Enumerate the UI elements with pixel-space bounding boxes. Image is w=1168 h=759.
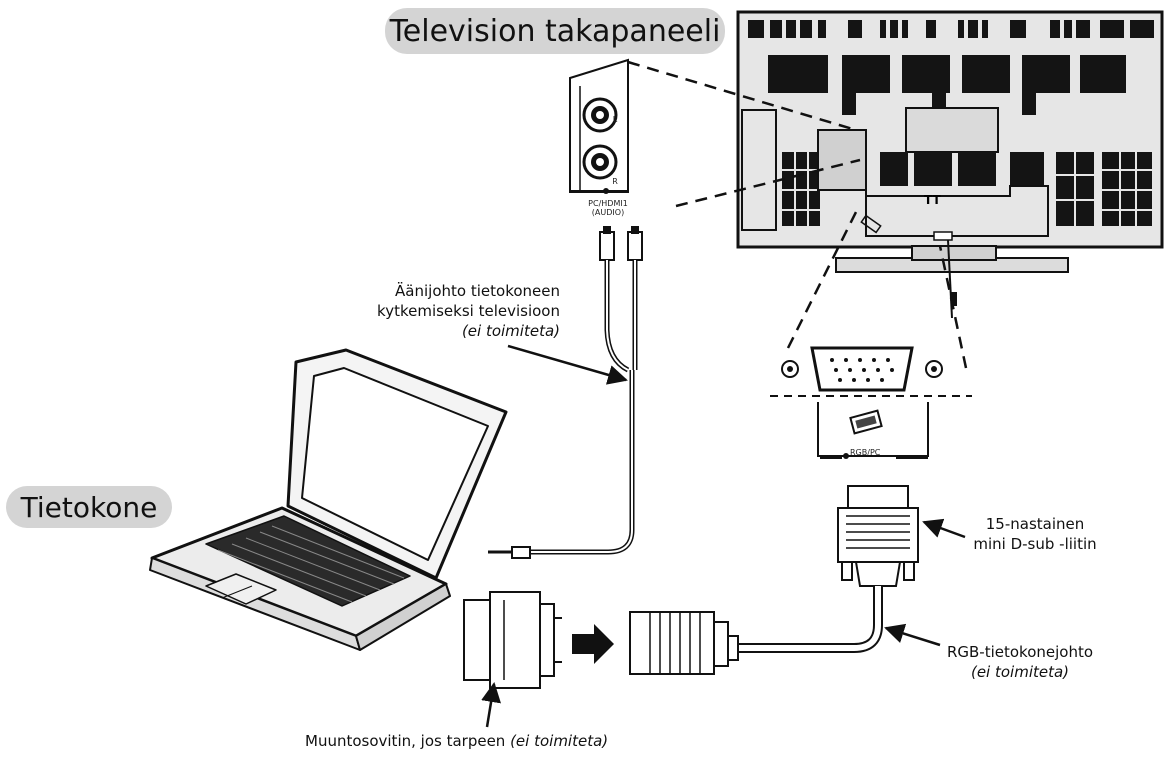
audio-cable — [488, 226, 643, 559]
audio-cable-label: Äänijohto tietokoneen kytkemiseksi telev… — [330, 281, 560, 341]
audio-cable-note: (ei toimiteta) — [461, 322, 560, 340]
rgb-port-label: RGB/PC — [850, 448, 881, 457]
tv-left-bracket — [741, 109, 777, 231]
audio-jack-panel — [569, 58, 629, 194]
dsub-label-line1: 15-nastainen — [985, 515, 1085, 533]
laptop — [149, 348, 508, 651]
svg-text:TT: TT — [924, 193, 941, 207]
rgb-cable-label: RGB-tietokonejohto (ei toimiteta) — [920, 642, 1120, 682]
dsub-label-line2: mini D-sub -liitin — [973, 535, 1097, 553]
tv-center-module — [905, 107, 999, 153]
adapter-direction-arrow — [572, 624, 614, 664]
tv-upper-vents — [768, 55, 1126, 115]
adapter-label: Muuntosovitin, jos tarpeen (ei toimiteta… — [305, 731, 745, 751]
audio-port-label-line2: (AUDIO) — [591, 208, 625, 217]
jack-left-label: L — [612, 115, 618, 124]
audio-cable-label-line1: Äänijohto tietokoneen — [395, 282, 560, 300]
vga-port-panel — [770, 346, 972, 459]
zoom-lines-audio — [627, 60, 861, 208]
rgb-cable-label-text: RGB-tietokonejohto — [946, 643, 1094, 661]
audio-port-label-line1: PC/HDMI1 — [588, 199, 628, 208]
rgb-cable — [629, 485, 919, 675]
tv-top-vents — [748, 20, 1154, 38]
adapter-label-text: Muuntosovitin, jos tarpeen — [305, 732, 511, 750]
adapter-note: (ei toimiteta) — [510, 732, 609, 750]
adapter — [463, 591, 562, 689]
rgb-cable-note: (ei toimiteta) — [970, 663, 1070, 681]
computer-title: Tietokone — [6, 486, 172, 528]
tv-audio-terminal — [817, 129, 867, 191]
pointer-arrows — [481, 344, 966, 728]
zoom-lines-rgb — [786, 207, 968, 369]
tv-back-panel: TT — [736, 10, 1164, 319]
tv-back-panel-title: Television takapaneeli — [385, 8, 725, 54]
dsub-connector-label: 15-nastainen mini D-sub -liitin — [935, 514, 1135, 554]
audio-cable-label-line2: kytkemiseksi televisioon — [377, 302, 560, 320]
jack-right-label: R — [612, 177, 618, 186]
